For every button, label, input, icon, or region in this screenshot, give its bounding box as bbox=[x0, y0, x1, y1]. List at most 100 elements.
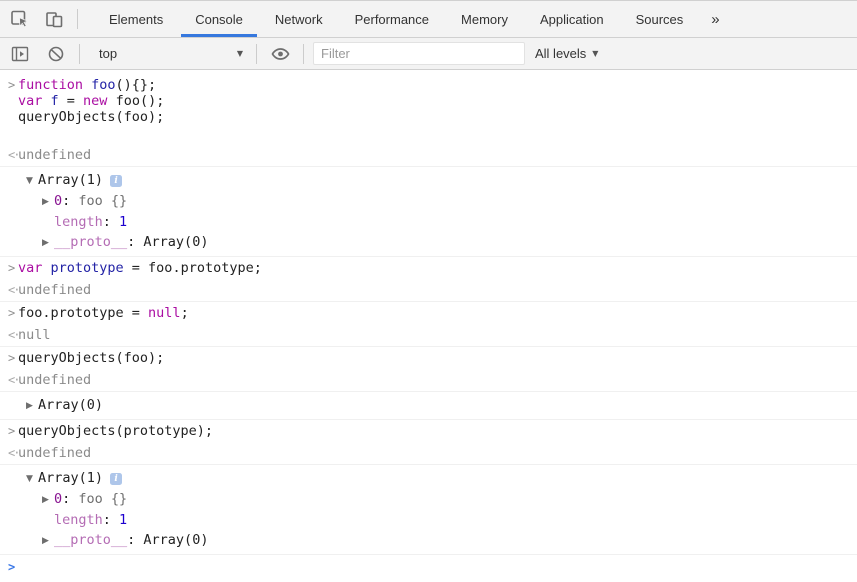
toggle-device-toolbar-button[interactable] bbox=[40, 6, 68, 32]
clear-console-icon bbox=[48, 46, 64, 61]
tab-sources[interactable]: Sources bbox=[635, 11, 684, 27]
tree-expanded-icon[interactable]: ▼ bbox=[26, 176, 33, 186]
console-result: <·undefined bbox=[0, 369, 857, 391]
code-token: __proto__ bbox=[54, 234, 128, 250]
code-token: : bbox=[127, 532, 144, 548]
code-token: null bbox=[18, 327, 51, 343]
tree-child-row[interactable]: ▶0: foo {} bbox=[42, 489, 857, 510]
console-sidebar-icon bbox=[11, 46, 29, 61]
code-token: : bbox=[102, 214, 120, 230]
result-arrow-icon: <· bbox=[8, 446, 20, 460]
console-entry: >queryObjects(foo);<·undefined bbox=[0, 347, 857, 392]
command-code: queryObjects(foo); bbox=[18, 350, 857, 366]
code-token: prototype bbox=[50, 260, 124, 276]
code-token: 1 bbox=[119, 512, 128, 528]
info-icon: i bbox=[110, 473, 123, 485]
tree-child-row[interactable]: length: 1 bbox=[42, 212, 857, 232]
code-token: queryObjects(prototype); bbox=[18, 423, 214, 439]
tree-children: ▶0: foo {}length: 1▶__proto__: Array(0) bbox=[42, 489, 857, 551]
command-code: foo.prototype = null; bbox=[18, 305, 857, 321]
console-command: >var prototype = foo.prototype; bbox=[0, 257, 857, 279]
prompt-chevron-icon: > bbox=[8, 560, 16, 574]
filter-input[interactable] bbox=[313, 42, 525, 65]
console-messages: >function foo(){};var f = new foo();quer… bbox=[0, 74, 857, 555]
tree-collapsed-icon[interactable]: ▶ bbox=[42, 495, 49, 505]
code-line: queryObjects(foo); bbox=[18, 350, 857, 366]
tree-collapsed-icon[interactable]: ▶ bbox=[42, 238, 49, 248]
code-token: __proto__ bbox=[54, 532, 128, 548]
tree-root-row[interactable]: ▼ Array(1) i bbox=[26, 170, 857, 191]
tree-root-row[interactable]: ▶ Array(0) bbox=[26, 395, 857, 416]
code-token: Array(1) bbox=[38, 172, 104, 188]
clear-console-button[interactable] bbox=[42, 41, 70, 67]
code-token: Array(0) bbox=[38, 397, 104, 413]
code-token: ; bbox=[180, 305, 189, 321]
command-code: var prototype = foo.prototype; bbox=[18, 260, 857, 276]
info-icon: i bbox=[110, 175, 123, 187]
live-expression-button[interactable] bbox=[266, 41, 294, 67]
result-value: undefined bbox=[18, 147, 857, 163]
tab-console[interactable]: Console bbox=[179, 1, 259, 37]
result-arrow-icon: <· bbox=[8, 283, 20, 297]
code-token: undefined bbox=[18, 282, 92, 298]
code-token: foo bbox=[91, 77, 116, 93]
tree-collapsed-icon[interactable]: ▶ bbox=[42, 536, 49, 546]
console-log-object: ▼ Array(1) i ▶ 0: foo {} length: 1 ▶ __proto__:… bbox=[0, 167, 857, 256]
tree-root-row[interactable]: ▼Array(1)i bbox=[26, 468, 857, 489]
tree-children: ▶0: foo {}length: 1▶__proto__: Array(0) bbox=[42, 191, 857, 253]
more-tabs-icon[interactable]: » bbox=[711, 10, 720, 28]
code-token: var bbox=[18, 93, 51, 109]
code-token: length bbox=[54, 214, 103, 230]
tree-collapsed-icon[interactable]: ▶ bbox=[26, 401, 33, 411]
tab-application[interactable]: Application bbox=[539, 11, 604, 27]
command-chevron-icon: > bbox=[8, 351, 16, 365]
log-level-selector[interactable]: All levels ▼ bbox=[535, 46, 598, 61]
code-token: undefined bbox=[18, 445, 92, 461]
console-result: <·null bbox=[0, 324, 857, 346]
tree-child-row[interactable]: length: 1 bbox=[42, 510, 857, 530]
code-token: new bbox=[83, 93, 116, 109]
code-token: = foo.prototype; bbox=[123, 260, 262, 276]
tree-collapsed-icon[interactable]: ▶ bbox=[42, 197, 49, 207]
tab-memory[interactable]: Memory bbox=[461, 11, 508, 27]
code-token: null bbox=[148, 305, 181, 321]
tab-elements[interactable]: Elements bbox=[109, 11, 164, 27]
result-arrow-icon: <· bbox=[8, 373, 20, 387]
console-entry: ▼Array(1)i▶0: foo {}length: 1 ▶ __proto__:… bbox=[0, 465, 857, 555]
console-command: >queryObjects(prototype); bbox=[0, 420, 857, 442]
tab-network[interactable]: Network bbox=[274, 11, 323, 27]
console-prompt[interactable]: > bbox=[0, 555, 857, 579]
code-token: foo {} bbox=[78, 193, 128, 209]
code-token: : bbox=[127, 234, 144, 250]
console-command: >foo.prototype = null; bbox=[0, 302, 857, 324]
tab-performance[interactable]: Performance bbox=[354, 11, 430, 27]
code-token: : bbox=[62, 491, 79, 507]
tree-expanded-icon[interactable]: ▼ bbox=[26, 474, 33, 484]
inspect-element-button[interactable] bbox=[6, 6, 34, 32]
tree-child-row[interactable]: ▶__proto__: Array(0) bbox=[42, 530, 857, 551]
code-line: var prototype = foo.prototype; bbox=[18, 260, 857, 276]
code-token: = bbox=[58, 93, 84, 109]
result-value: undefined bbox=[18, 372, 857, 388]
code-line: function foo(){}; bbox=[18, 77, 857, 93]
javascript-context-selector[interactable]: top ▼ bbox=[89, 46, 247, 61]
console-sidebar-toggle-button[interactable] bbox=[6, 41, 34, 67]
chevron-down-icon: ▼ bbox=[592, 49, 599, 58]
log-level-label: All levels bbox=[535, 46, 587, 61]
command-code: function foo(){};var f = new foo();query… bbox=[18, 77, 857, 141]
toolbar-divider bbox=[79, 43, 80, 64]
console-toolbar: top ▼ All levels ▼ bbox=[0, 38, 857, 70]
code-token: 0 bbox=[54, 193, 63, 209]
result-arrow-icon: <· bbox=[8, 148, 20, 162]
code-token: 1 bbox=[119, 214, 128, 230]
tree-child-row[interactable]: ▶0: foo {} bbox=[42, 191, 857, 212]
console-log-object: ▼Array(1)i▶0: foo {}length: 1 ▶ __proto__:… bbox=[0, 465, 857, 554]
code-token: (){}; bbox=[115, 77, 157, 93]
console-input[interactable] bbox=[18, 559, 857, 575]
code-token: foo {} bbox=[78, 491, 128, 507]
tree-child-row[interactable]: ▶__proto__: Array(0) bbox=[42, 232, 857, 253]
toolbar-divider bbox=[256, 43, 257, 64]
code-token: function bbox=[18, 77, 92, 93]
context-value: top bbox=[99, 46, 118, 61]
console-command: >queryObjects(foo); bbox=[0, 347, 857, 369]
